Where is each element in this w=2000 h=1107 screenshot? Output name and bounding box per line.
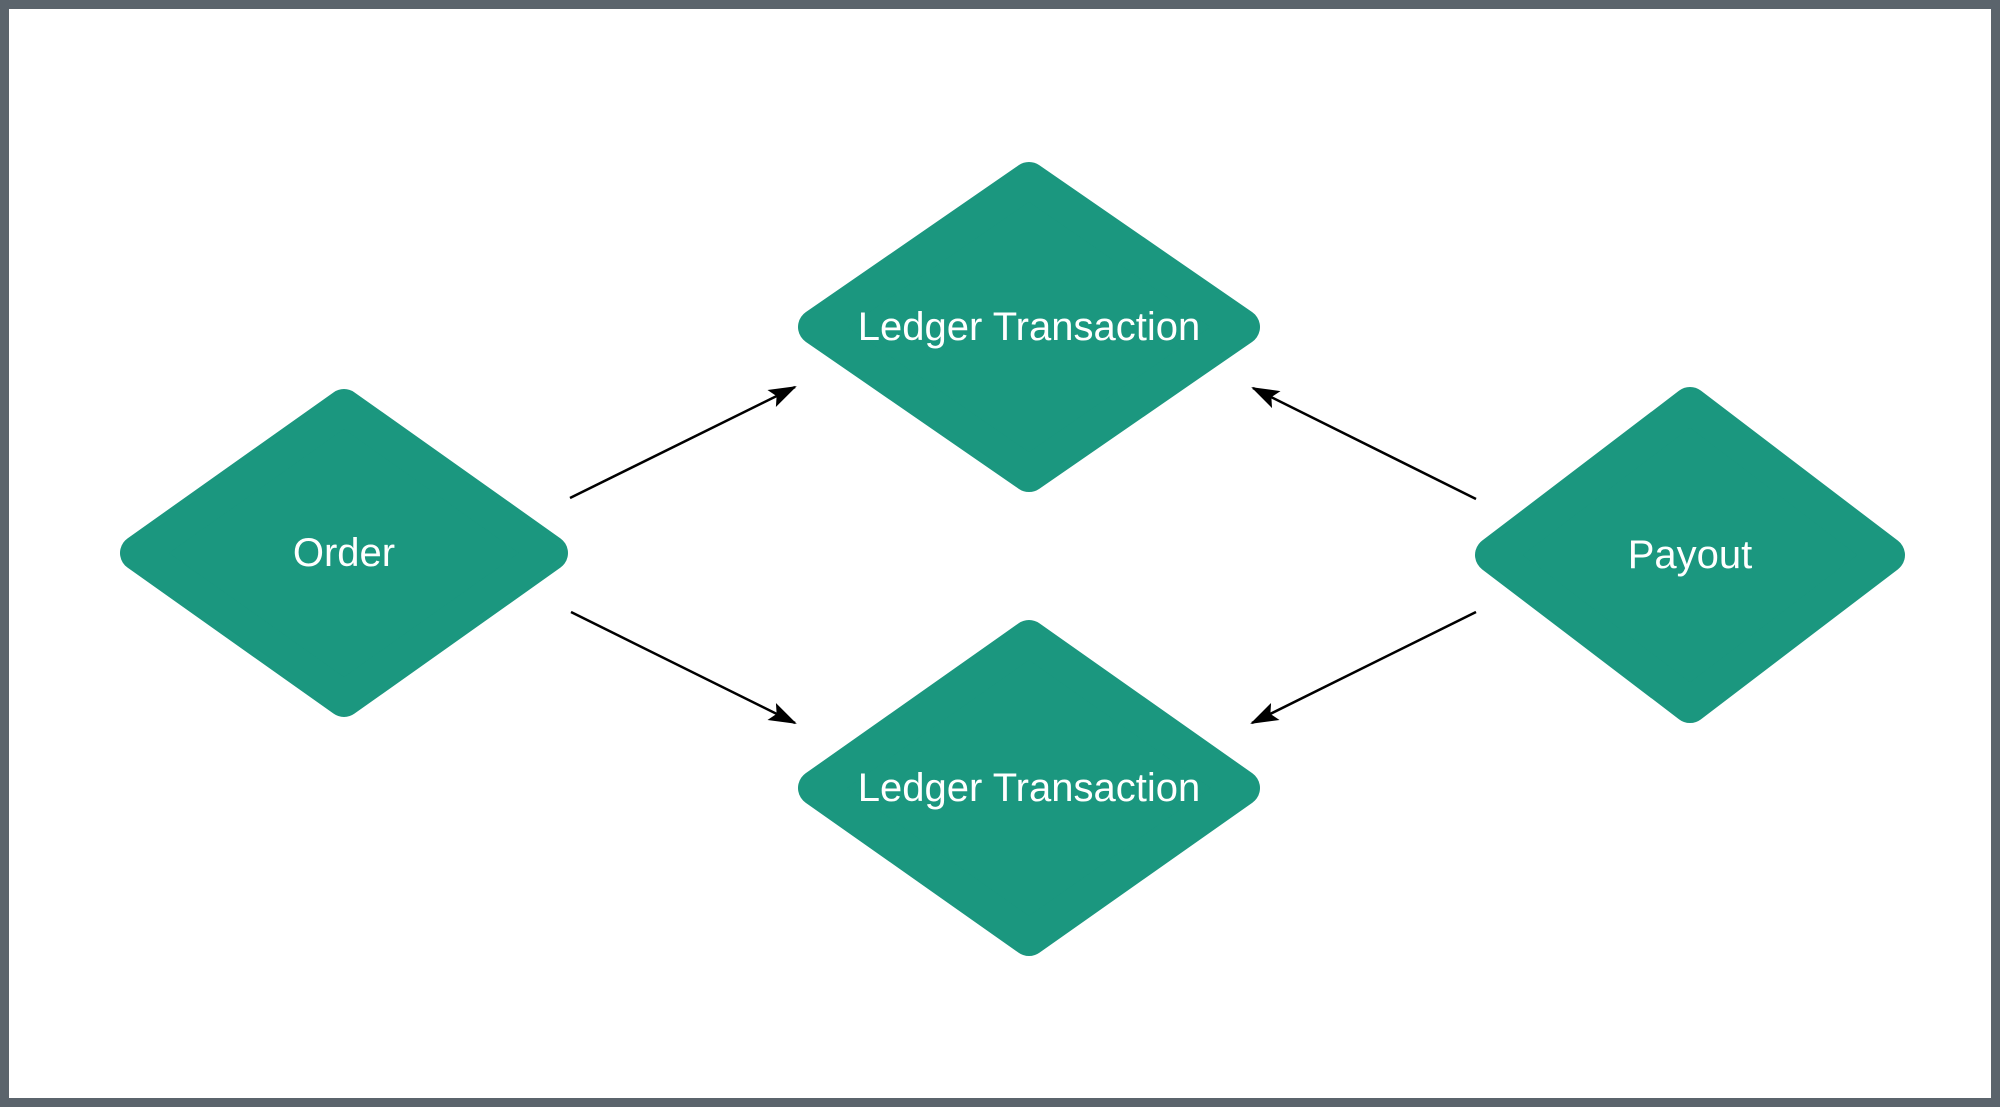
- edge-order-to-ledger-transaction-bottom[interactable]: [570, 610, 797, 725]
- edge-payout-to-ledger-transaction-top[interactable]: [1251, 386, 1477, 501]
- node-payout-diamond-shape[interactable]: [1475, 387, 1905, 723]
- edges-layer: [569, 385, 1477, 725]
- edge-payout-to-ledger-transaction-bottom[interactable]: [1250, 610, 1477, 725]
- node-ledger-transaction-top-diamond-shape[interactable]: [798, 162, 1260, 492]
- node-order-diamond-shape[interactable]: [120, 389, 568, 717]
- edge-order-to-ledger-transaction-top[interactable]: [569, 385, 797, 500]
- node-ledger-transaction-bottom-diamond-shape[interactable]: [798, 620, 1260, 956]
